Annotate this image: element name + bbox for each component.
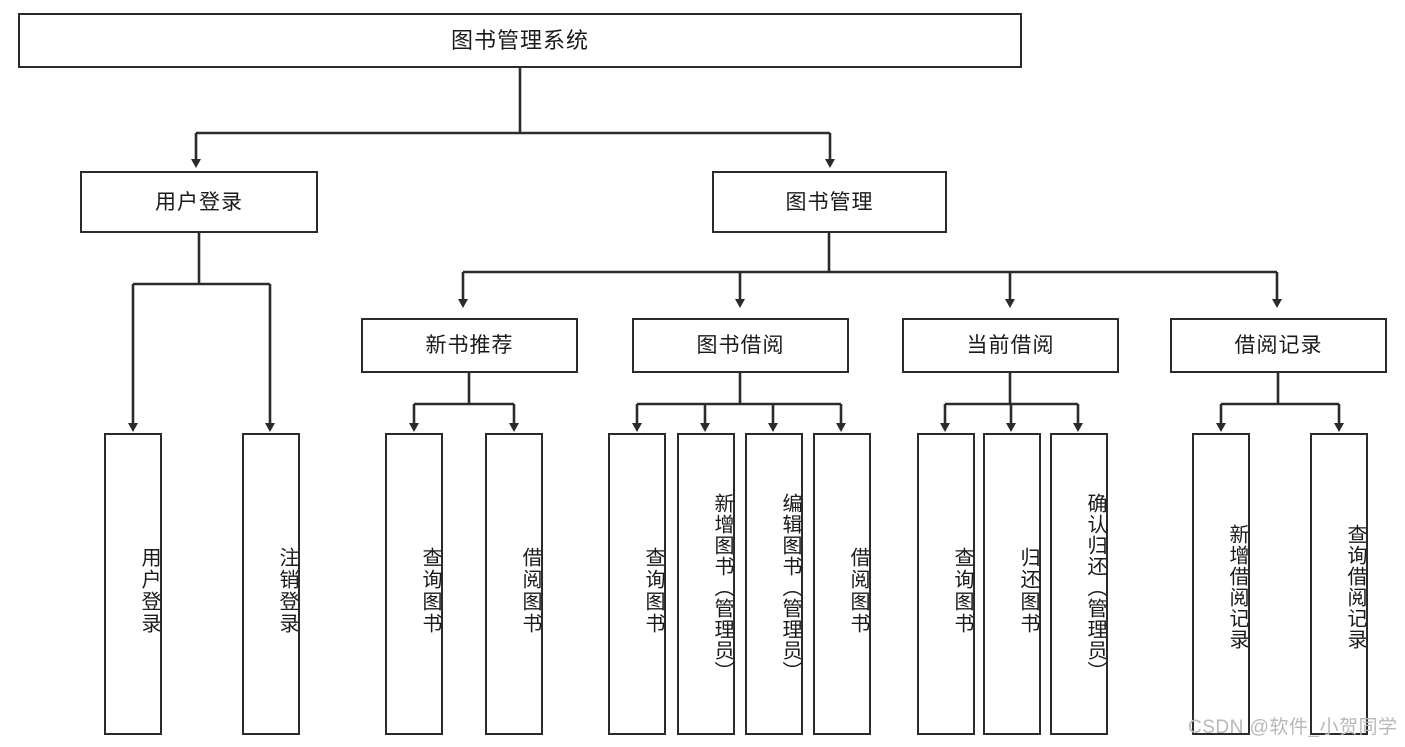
node-leaf-query-book-borrow[interactable]: 查询图书: [608, 433, 666, 735]
node-label: 注销登录: [276, 547, 298, 635]
node-leaf-borrow-book[interactable]: 借阅图书: [813, 433, 871, 735]
node-leaf-logout[interactable]: 注销登录: [242, 433, 300, 735]
node-label: 图书管理系统: [450, 27, 589, 53]
node-label: 当前借阅: [966, 334, 1055, 357]
node-leaf-user-login[interactable]: 用户登录: [104, 433, 162, 735]
node-user-login[interactable]: 用户登录: [80, 171, 318, 233]
node-leaf-add-borrow-record[interactable]: 新增借阅记录: [1192, 433, 1250, 735]
node-leaf-query-book-current[interactable]: 查询图书: [917, 433, 975, 735]
node-label: 借阅记录: [1234, 334, 1323, 357]
node-leaf-return-book[interactable]: 归还图书: [983, 433, 1041, 735]
node-leaf-query-borrow-record[interactable]: 查询借阅记录: [1310, 433, 1368, 735]
node-label: 查询图书: [951, 547, 973, 635]
node-leaf-add-book-admin[interactable]: 新增图书（管理员）: [677, 433, 735, 735]
node-label: 借阅图书: [519, 547, 541, 635]
node-label: 归还图书: [1017, 547, 1039, 635]
node-label: 图书借阅: [696, 334, 785, 357]
node-label: 用户登录: [155, 190, 243, 214]
node-leaf-confirm-return-admin[interactable]: 确认归还（管理员）: [1050, 433, 1108, 735]
node-new-book-recommend[interactable]: 新书推荐: [361, 318, 578, 373]
node-book-management[interactable]: 图书管理: [712, 171, 947, 233]
node-borrow-records[interactable]: 借阅记录: [1170, 318, 1387, 373]
node-leaf-edit-book-admin[interactable]: 编辑图书（管理员）: [745, 433, 803, 735]
watermark: CSDN @软件_小贺同学: [1188, 717, 1398, 738]
node-label: 图书管理: [785, 190, 874, 214]
node-label: 新增借阅记录: [1226, 524, 1248, 650]
node-label: 查询图书: [419, 547, 441, 635]
node-label: 新增图书（管理员）: [711, 492, 733, 682]
node-label: 新书推荐: [425, 334, 514, 357]
node-label: 查询图书: [642, 547, 664, 635]
node-root-book-management-system[interactable]: 图书管理系统: [18, 13, 1022, 68]
node-current-borrow[interactable]: 当前借阅: [902, 318, 1119, 373]
node-label: 查询借阅记录: [1344, 524, 1366, 650]
node-label: 借阅图书: [847, 547, 869, 635]
node-label: 用户登录: [138, 547, 160, 635]
node-book-borrow[interactable]: 图书借阅: [632, 318, 849, 373]
node-leaf-query-book-recommend[interactable]: 查询图书: [385, 433, 443, 735]
node-label: 编辑图书（管理员）: [779, 492, 801, 682]
node-label: 确认归还（管理员）: [1084, 492, 1106, 682]
node-leaf-borrow-book-recommend[interactable]: 借阅图书: [485, 433, 543, 735]
